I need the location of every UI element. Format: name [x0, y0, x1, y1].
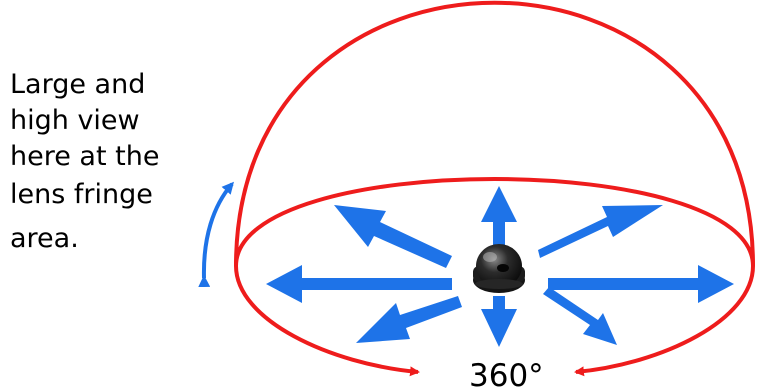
tilt-double-arrow	[204, 184, 232, 278]
dome-camera-icon	[473, 244, 525, 293]
arrow-upper-left	[334, 205, 452, 268]
angle-label: 360°	[469, 358, 544, 389]
arrow-up	[481, 186, 517, 245]
arrow-lower-left	[356, 296, 462, 343]
arrow-left	[266, 265, 452, 303]
caption-line-3: here at the	[10, 141, 159, 172]
caption-line-1: Large and	[10, 69, 145, 100]
caption-line-4: lens fringe	[10, 179, 153, 210]
arrow-down	[481, 296, 517, 347]
caption: Large and high view here at the lens fri…	[10, 69, 165, 254]
caption-line-2: high view	[10, 105, 140, 136]
arrow-right	[548, 265, 734, 303]
arrow-upper-right	[538, 205, 663, 258]
arrow-lower-right	[543, 287, 617, 345]
caption-line-5: area.	[10, 223, 79, 254]
